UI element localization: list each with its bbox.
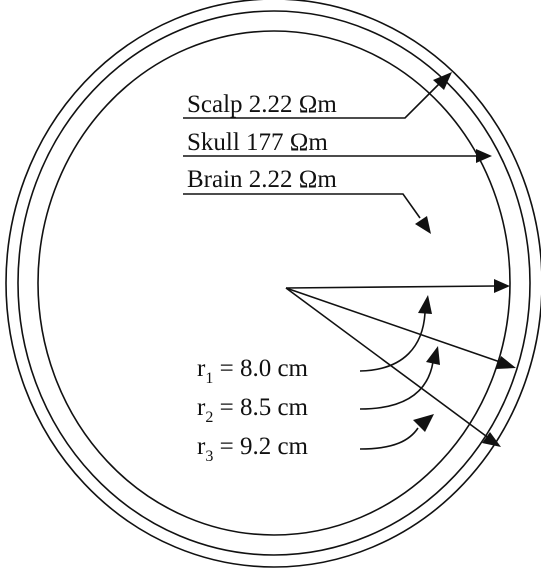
brain-circle [37, 30, 511, 536]
radius-r1-label: r1 = 8.0 cm [197, 355, 309, 387]
r1-callout-curve [359, 312, 426, 372]
skull-label: Skull 177 Ωm [187, 129, 328, 156]
radius-r1-arrowhead [494, 279, 510, 293]
radius-r2-arrowhead [496, 356, 516, 369]
outer-scalp-circle [5, 0, 541, 568]
skull-arrowhead [476, 149, 492, 163]
scalp-arrowhead [433, 72, 452, 90]
brain-arrowhead [415, 216, 431, 234]
radius-r3-label: r3 = 9.2 cm [197, 433, 309, 465]
skull-circle [17, 10, 531, 556]
r2-callout-curve [359, 361, 434, 410]
r2-callout-arrowhead [426, 346, 440, 365]
brain-leader-line [183, 193, 421, 219]
radius-r1-line [285, 285, 497, 289]
scalp-label: Scalp 2.22 Ωm [187, 91, 337, 118]
brain-label: Brain 2.22 Ωm [187, 166, 337, 193]
scalp-leader-line [183, 82, 441, 119]
radius-r2-line [285, 287, 504, 364]
r3-callout-curve [359, 427, 419, 450]
r3-callout-arrowhead [413, 414, 434, 432]
radius-r3-arrowhead [482, 432, 501, 447]
radius-r3-line [285, 287, 491, 440]
radius-r2-label: r2 = 8.5 cm [197, 394, 309, 426]
r1-callout-arrowhead [418, 295, 432, 314]
